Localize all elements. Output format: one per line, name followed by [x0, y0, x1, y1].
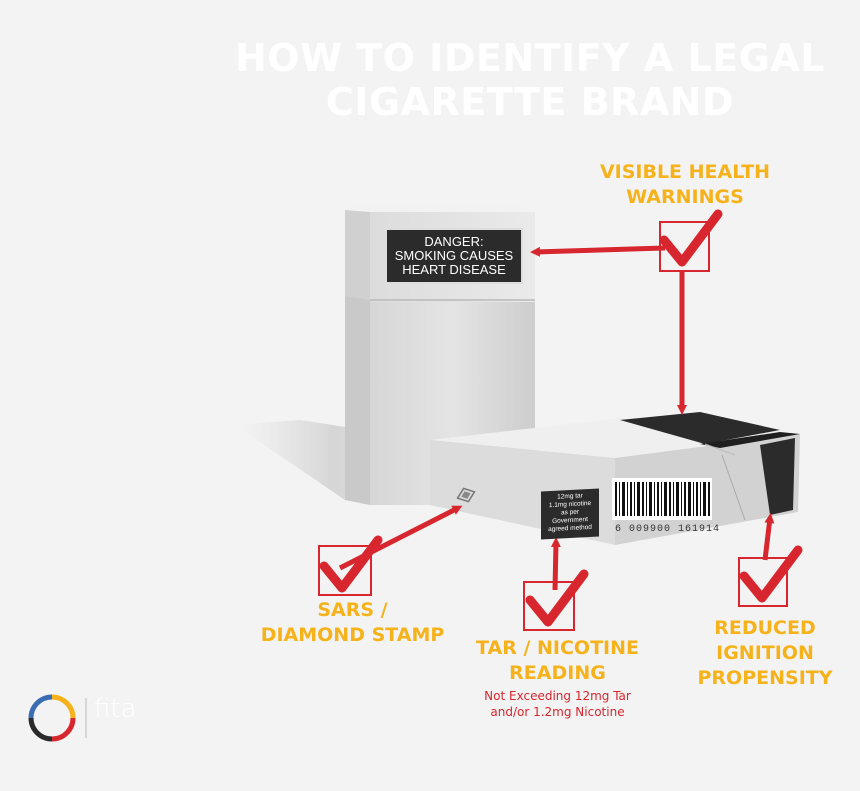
label-visible-health: VISIBLE HEALTH WARNINGS — [580, 160, 790, 210]
health-warning-panel: DANGER: SMOKING CAUSES HEART DISEASE — [385, 228, 523, 284]
check-sars — [318, 535, 383, 596]
label-reduced: REDUCED IGNITION PROPENSITY — [680, 616, 850, 691]
label-sars: SARS / DIAMOND STAMP — [250, 598, 455, 648]
diamond-stamp-icon — [456, 487, 476, 503]
barcode-icon — [612, 478, 712, 520]
warning-line-2: SMOKING CAUSES — [394, 248, 514, 263]
warning-line-1: DANGER: — [424, 234, 484, 249]
arrow-to-warning — [530, 245, 666, 257]
label-tar-sub-2: and/or 1.2mg Nicotine — [490, 705, 625, 719]
tar-nicotine-panel: 12mg tar 1.1mg nicotine as per Governmen… — [541, 488, 599, 540]
label-tar-sub: Not Exceeding 12mg Tar and/or 1.2mg Nico… — [460, 688, 655, 720]
check-tar — [523, 569, 589, 631]
label-visible-health-line-2: WARNINGS — [626, 186, 744, 208]
tar-line-5: agreed method — [548, 523, 592, 534]
check-mark-icon — [525, 569, 589, 627]
label-reduced-line-2: IGNITION — [716, 642, 814, 664]
label-reduced-line-1: REDUCED — [714, 617, 816, 639]
label-sars-line-1: SARS / — [317, 599, 388, 621]
fita-logo-text: fita — [94, 694, 137, 724]
check-mark-icon — [659, 209, 723, 267]
arrow-to-stamp — [338, 505, 463, 571]
label-tar: TAR / NICOTINE READING — [460, 636, 655, 686]
label-reduced-line-3: PROPENSITY — [697, 667, 833, 689]
check-mark-icon — [739, 545, 803, 603]
label-tar-line-1: TAR / NICOTINE — [476, 637, 639, 659]
label-tar-line-2: READING — [509, 662, 606, 684]
title-line-1: HOW TO IDENTIFY A LEGAL — [234, 36, 826, 80]
warning-line-3: HEART DISEASE — [402, 262, 506, 277]
check-visible-health — [659, 209, 723, 272]
title-line-2: CIGARETTE BRAND — [325, 80, 735, 124]
arrow-to-reduced — [762, 513, 775, 561]
label-sars-line-2: DIAMOND STAMP — [260, 624, 445, 646]
check-mark-icon — [319, 535, 383, 593]
check-reduced — [738, 545, 803, 607]
barcode-number: 6 009900 161914 — [615, 524, 721, 535]
label-visible-health-line-1: VISIBLE HEALTH — [599, 161, 771, 183]
label-tar-sub-1: Not Exceeding 12mg Tar — [484, 689, 631, 703]
fita-logo-icon — [28, 694, 87, 742]
